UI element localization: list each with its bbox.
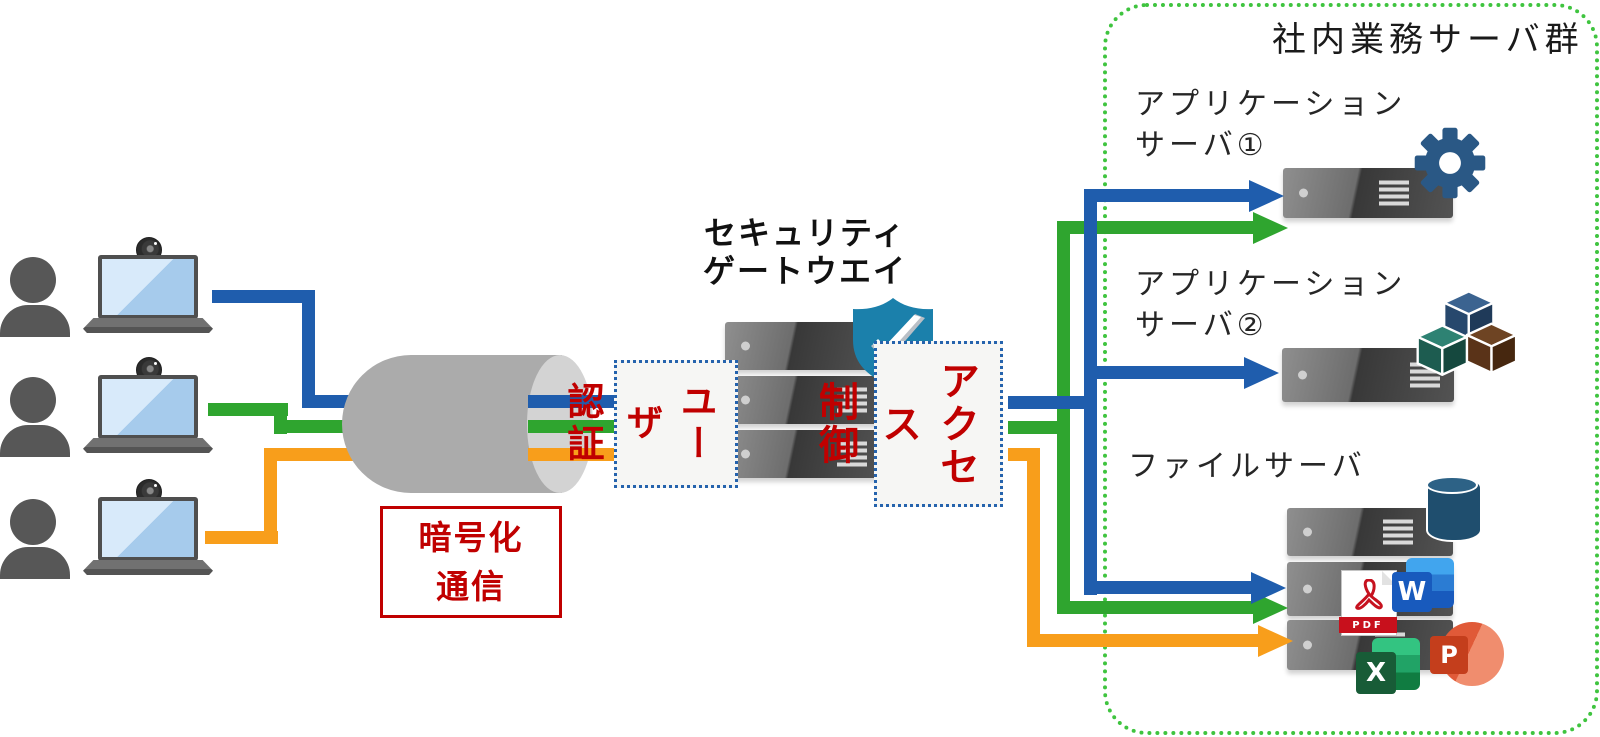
orange-line-seg — [205, 531, 278, 544]
gateway-title-line2: ゲートウエイ — [702, 252, 907, 291]
laptop-base — [83, 318, 213, 333]
person-icon — [10, 257, 56, 303]
app-server-2-label: アプリケーション サーバ② — [1135, 264, 1406, 347]
gateway-title-line1: セキュリティ — [703, 214, 907, 252]
laptop-base — [83, 438, 213, 453]
green-line-seg — [1008, 421, 1070, 434]
blue-arrowhead — [1251, 572, 1286, 604]
access-control-text-col1: アクセス — [875, 359, 979, 489]
rack-led — [741, 449, 750, 459]
green-line-seg — [1057, 601, 1253, 614]
word-icon: W — [1392, 572, 1432, 612]
orange-line-seg — [1027, 448, 1040, 647]
laptop-base — [83, 560, 213, 575]
database-icon — [1426, 476, 1482, 542]
encrypted-box-line1: 暗号化 — [418, 517, 524, 557]
person-icon — [10, 377, 56, 423]
app-server-1-label: アプリケーション サーバ① — [1135, 84, 1406, 167]
app-server-2-label-line1: アプリケーション — [1135, 267, 1407, 302]
green-line-seg — [208, 403, 288, 416]
blue-line-seg — [1084, 366, 1244, 379]
app-server-2-label-line2: サーバ② — [1135, 308, 1268, 344]
orange-arrowhead — [1258, 625, 1293, 657]
laptop-screen — [98, 255, 198, 319]
rack-grill — [837, 387, 867, 413]
file-server-rack-1 — [1287, 508, 1453, 556]
rack-grill — [1379, 180, 1409, 206]
pdf-icon: PDF — [1339, 570, 1397, 636]
access-control-box: アクセス 制御 — [812, 341, 1003, 507]
blue-arrowhead — [1249, 180, 1284, 212]
gear-icon — [1414, 127, 1486, 199]
green-arrowhead — [1253, 212, 1288, 244]
pdf-band: PDF — [1339, 617, 1397, 633]
rack-led — [1299, 188, 1308, 198]
orange-line-seg — [1027, 634, 1258, 647]
security-gateway-title: セキュリティ ゲートウエイ — [660, 214, 950, 291]
user-2 — [0, 357, 220, 471]
file-server-label: ファイルサーバ — [1128, 449, 1366, 484]
green-line-stub — [528, 420, 640, 433]
vpn-tunnel — [342, 355, 562, 493]
user-1 — [0, 237, 220, 351]
person-shoulders — [0, 305, 70, 337]
access-control-text-col2: 制御 — [812, 381, 858, 467]
rack-led — [1303, 527, 1312, 537]
orange-line-seg — [264, 449, 277, 544]
rack-led — [741, 395, 750, 405]
excel-icon: X — [1356, 652, 1396, 694]
user-auth-text-col1: ユーザ — [620, 382, 717, 466]
person-icon — [10, 499, 56, 545]
green-line-seg — [1057, 221, 1070, 614]
blue-arrowhead — [1244, 357, 1279, 389]
app-server-1-label-line1: アプリケーション — [1135, 87, 1407, 122]
encrypted-box-line2: 通信 — [436, 567, 506, 606]
blue-line-stub — [528, 395, 640, 408]
person-shoulders — [0, 425, 70, 457]
gateway-rack-2 — [725, 376, 881, 424]
orange-line-stub — [528, 448, 640, 461]
blue-line-seg — [1084, 581, 1251, 594]
app-server-1-label-line2: サーバ① — [1135, 128, 1268, 164]
rack-grill — [837, 441, 867, 467]
rack-led — [741, 341, 750, 351]
gateway-rack-3 — [725, 430, 881, 478]
user-auth-text-col2: 認証 — [561, 382, 604, 466]
user-3 — [0, 479, 220, 593]
blue-line-seg — [212, 290, 315, 303]
rack-led — [1303, 584, 1312, 594]
laptop-screen — [98, 497, 198, 561]
blue-line-seg — [302, 290, 315, 408]
rack-grill — [1383, 519, 1413, 545]
pdf-swirl — [1355, 579, 1383, 610]
blue-line-seg — [1084, 189, 1097, 595]
cubes-icon — [1416, 290, 1518, 376]
powerpoint-icon: P — [1430, 636, 1468, 674]
green-line-seg — [1057, 221, 1253, 234]
encrypted-communication-box: 暗号化 通信 — [380, 506, 562, 618]
blue-line-seg — [1084, 189, 1249, 202]
rack-led — [1298, 370, 1307, 380]
blue-line-seg — [1008, 396, 1097, 409]
app-server-1-rack — [1283, 168, 1453, 218]
user-auth-box: ユーザ 認証 — [561, 360, 738, 488]
laptop-screen — [98, 375, 198, 439]
rack-led — [1303, 640, 1312, 650]
server-group-label: 社内業務サーバ群 — [1272, 20, 1584, 60]
person-shoulders — [0, 547, 70, 579]
